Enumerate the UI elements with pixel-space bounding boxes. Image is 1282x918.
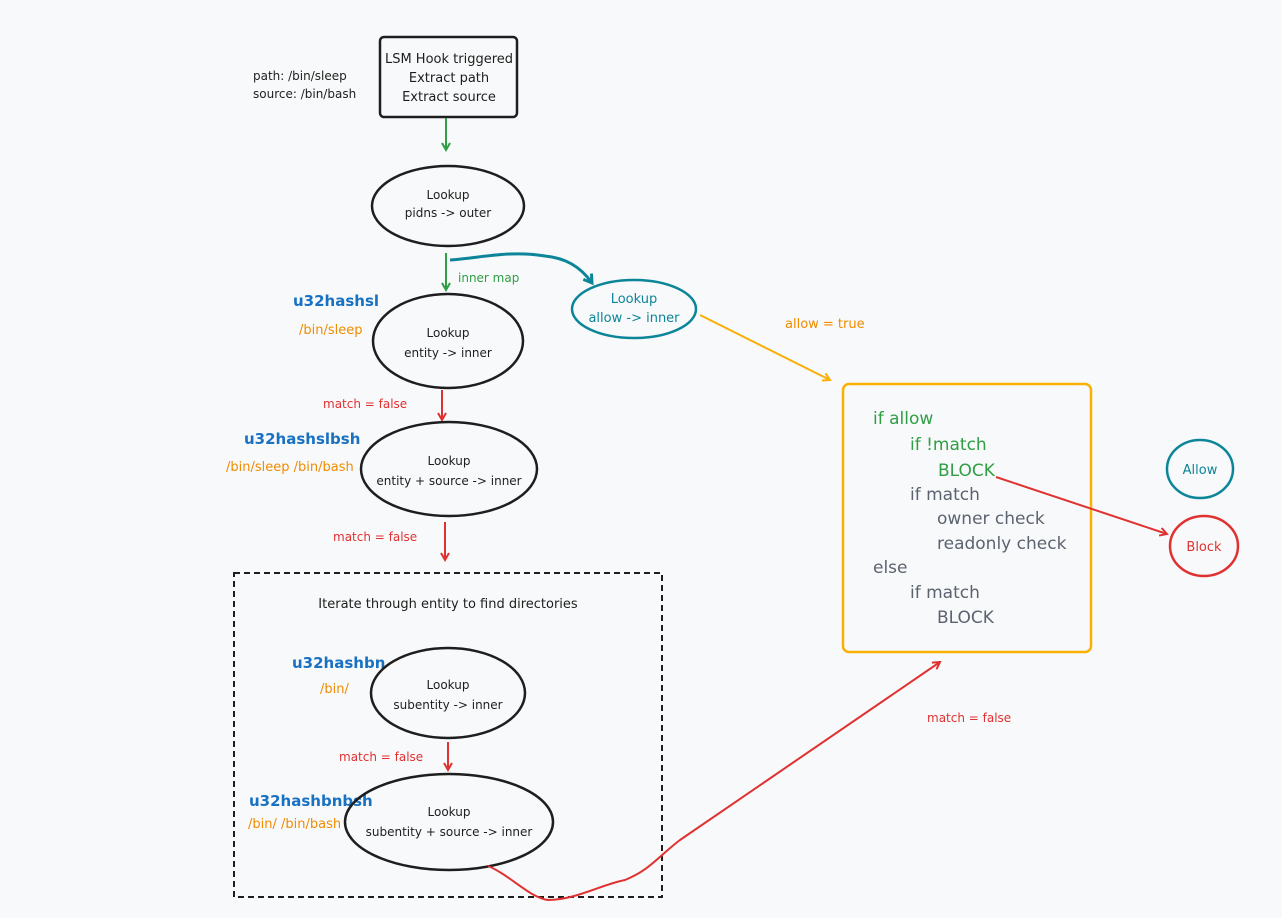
subentity-source-lookup-line-1: Lookup: [428, 805, 471, 819]
path-note-source: source: /bin/bash: [253, 87, 356, 101]
iterate-box: Iterate through entity to find directori…: [233, 572, 663, 898]
arrow-block-to-result: [995, 476, 1167, 534]
inner-map-label: inner map: [458, 271, 519, 285]
logic-owner-check: owner check: [937, 509, 1045, 529]
allow-lookup-node: Lookup allow -> inner: [570, 278, 698, 340]
allow-lookup-line-2: allow -> inner: [588, 311, 680, 326]
entity-source-lookup-node: Lookup entity + source -> inner: [359, 420, 539, 518]
match-false-label-2: match = false: [333, 530, 417, 544]
entity-hash-label: u32hashsl: [293, 292, 379, 310]
subentity-source-lookup-node: Lookup subentity + source -> inner: [343, 772, 555, 872]
allow-result-node: Allow: [1165, 438, 1235, 500]
entity-lookup-node: Lookup entity -> inner: [371, 292, 525, 390]
allow-result-label: Allow: [1183, 463, 1218, 478]
subentity-source-path-label: /bin/ /bin/bash: [248, 817, 341, 832]
logic-else: else: [873, 558, 908, 578]
allow-lookup-line-1: Lookup: [611, 292, 658, 307]
subentity-lookup-line-2: subentity -> inner: [393, 698, 502, 712]
match-false-label-1: match = false: [323, 397, 407, 411]
subentity-lookup-node: Lookup subentity -> inner: [369, 646, 527, 740]
logic-box: if allow if !match BLOCK if match owner …: [841, 382, 1093, 654]
subentity-source-lookup-line-2: subentity + source -> inner: [366, 825, 533, 839]
subentity-lookup-line-1: Lookup: [427, 678, 470, 692]
hook-line-2: Extract path: [409, 71, 489, 86]
pidns-lookup-line-1: Lookup: [427, 188, 470, 202]
path-note-path: path: /bin/sleep: [253, 69, 347, 83]
entity-source-lookup-line-2: entity + source -> inner: [376, 474, 521, 488]
logic-if-match: if match: [910, 485, 980, 505]
arrow-pidns-to-allow: [449, 252, 592, 283]
entity-lookup-line-1: Lookup: [427, 326, 470, 340]
entity-source-path-label: /bin/sleep /bin/bash: [226, 460, 354, 475]
hook-line-3: Extract source: [402, 90, 496, 105]
entity-source-lookup-line-1: Lookup: [428, 454, 471, 468]
iterate-box-title: Iterate through entity to find directori…: [318, 597, 578, 612]
subentity-source-hash-label: u32hashbnbsh: [249, 792, 373, 810]
pidns-lookup-node: Lookup pidns -> outer: [370, 164, 526, 248]
allow-true-label: allow = true: [785, 317, 865, 332]
logic-if-allow: if allow: [873, 409, 933, 429]
pidns-lookup-line-2: pidns -> outer: [405, 206, 491, 220]
subentity-path-label: /bin/: [320, 682, 349, 697]
hook-line-1: LSM Hook triggered: [385, 52, 513, 67]
block-result-node: Block: [1168, 514, 1240, 578]
logic-if-match-2: if match: [910, 583, 980, 603]
entity-source-hash-label: u32hashslbsh: [244, 430, 360, 448]
logic-block-2: BLOCK: [937, 608, 995, 628]
logic-block-1: BLOCK: [938, 461, 996, 481]
arrow-subentity-source-to-logic: [487, 662, 940, 902]
arrow-allow-to-logic: [699, 314, 830, 380]
logic-if-not-match: if !match: [910, 435, 987, 455]
subentity-hash-label: u32hashbn: [292, 654, 385, 672]
block-result-label: Block: [1186, 540, 1222, 555]
match-false-label-3: match = false: [339, 750, 423, 764]
hook-box: LSM Hook triggered Extract path Extract …: [378, 35, 519, 119]
entity-path-label: /bin/sleep: [299, 323, 363, 338]
match-false-label-4: match = false: [927, 711, 1011, 725]
logic-readonly-check: readonly check: [937, 534, 1067, 554]
entity-lookup-line-2: entity -> inner: [404, 346, 492, 360]
